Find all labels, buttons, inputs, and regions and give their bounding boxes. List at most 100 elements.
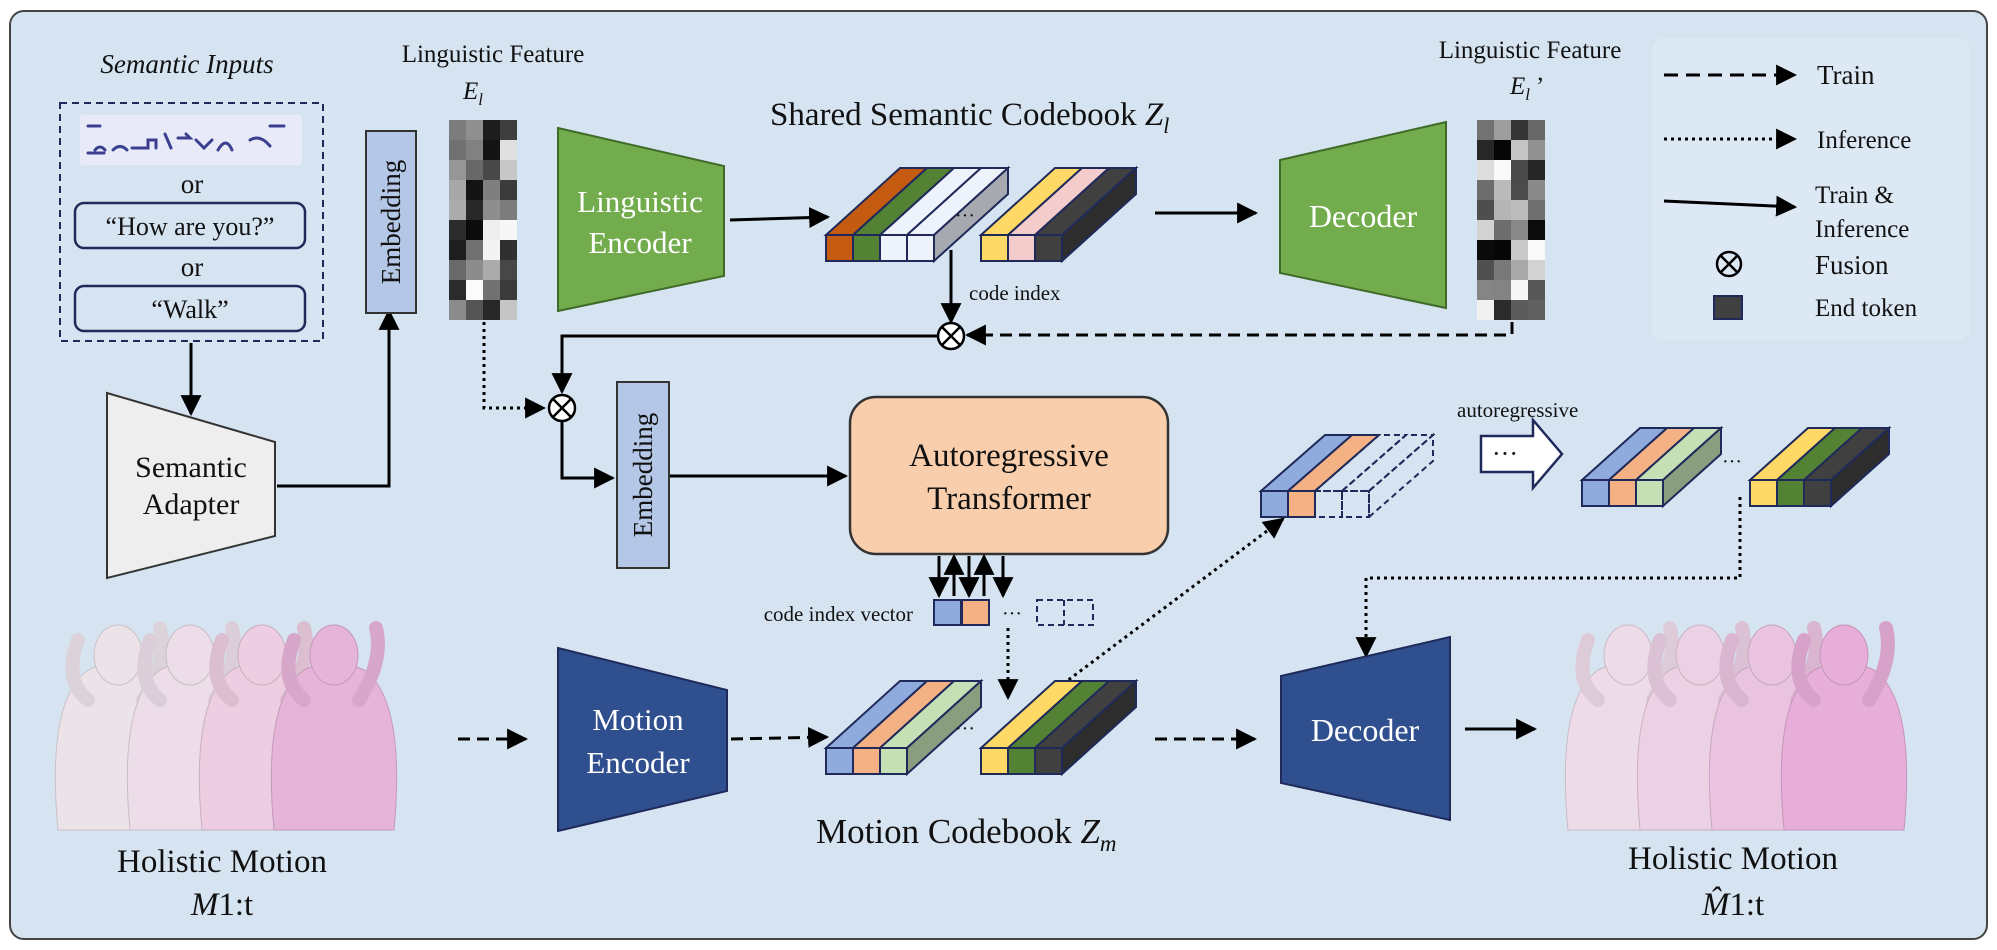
legend-end-token-label: End token — [1815, 295, 1918, 322]
autoregressive-transformer — [848, 395, 1170, 556]
token-segment — [1260, 490, 1289, 518]
decoder-bottom — [1280, 635, 1451, 822]
token-segment — [1034, 747, 1063, 775]
sentence-input: “How are you?” — [106, 212, 275, 241]
token-segment — [980, 234, 1009, 262]
feature-left-label: Linguistic Feature — [402, 41, 585, 68]
arrow-codebook-to-autoregressive — [1034, 517, 1285, 707]
linguistic-encoder-label-1: Linguistic — [577, 184, 703, 219]
feature-cell — [466, 200, 483, 220]
token-segment — [879, 747, 908, 775]
semantic-adapter — [106, 391, 276, 580]
feature-right-grid — [1477, 120, 1545, 320]
feature-cell — [1494, 160, 1511, 180]
feature-cell — [1494, 200, 1511, 220]
code-vector-peach — [961, 599, 990, 626]
embedding-top-label: Embedding — [376, 160, 406, 284]
feature-cell — [1494, 120, 1511, 140]
feature-cell — [1477, 280, 1494, 300]
feature-cell — [1528, 200, 1545, 220]
code-vector-ellipsis: ··· — [1002, 603, 1022, 625]
arrow-fusion-to-embedding-mid — [560, 421, 616, 489]
motion-encoder-label-1: Motion — [592, 702, 684, 737]
feature-left-grid — [449, 120, 517, 320]
or-label-2: or — [181, 252, 204, 282]
autoregressive-tokens-full: ··· — [1579, 425, 1892, 509]
feature-cell — [1477, 160, 1494, 180]
holistic-motion-output-figures — [1564, 621, 1908, 831]
feature-cell — [483, 220, 500, 240]
feature-cell — [1494, 300, 1511, 320]
legend-train-label: Train — [1817, 60, 1875, 90]
feature-cell — [1528, 280, 1545, 300]
arrow-encoder-to-codebook — [729, 207, 831, 229]
feature-cell — [483, 200, 500, 220]
or-label-1: or — [181, 169, 204, 199]
feature-cell — [466, 240, 483, 260]
legend-fusion-label: Fusion — [1815, 250, 1889, 280]
feature-cell — [466, 300, 483, 320]
embedding-mid — [616, 381, 670, 569]
code-index-label: code index — [969, 281, 1061, 305]
feature-cell — [483, 180, 500, 200]
decoder-top — [1279, 120, 1447, 310]
legend-fusion-icon — [1715, 250, 1743, 278]
token-side — [1662, 425, 1722, 509]
feature-cell — [500, 240, 517, 260]
legend-train-inference-label-2: Inference — [1815, 216, 1909, 243]
feature-cell — [1494, 220, 1511, 240]
arrow-autoregressive-to-decoder — [1355, 497, 1742, 659]
feature-cell — [500, 140, 517, 160]
feature-cell — [500, 160, 517, 180]
feature-cell — [1528, 120, 1545, 140]
feature-cell — [1511, 220, 1528, 240]
feature-cell — [1511, 240, 1528, 260]
feature-cell — [449, 140, 466, 160]
legend-train-inference-label-1: Train & — [1815, 182, 1894, 209]
semantic-adapter-label-1: Semantic — [135, 451, 247, 484]
feature-cell — [483, 140, 500, 160]
feature-cell — [483, 300, 500, 320]
token-side — [1368, 432, 1434, 520]
feature-cell — [483, 240, 500, 260]
feature-cell — [1511, 160, 1528, 180]
token-segment — [1608, 479, 1637, 507]
motion-codebook-label: Motion Codebook Zm — [816, 812, 1117, 856]
linguistic-encoder — [557, 126, 725, 313]
feature-cell — [466, 120, 483, 140]
transformer-io-arrows — [928, 553, 1014, 599]
shared-codebook-tokens: ··· — [823, 165, 1139, 264]
feature-cell — [466, 220, 483, 240]
semantic-inputs-box — [59, 102, 324, 342]
arrow-feature-right-to-fusion — [964, 322, 1514, 346]
token-segment — [852, 747, 881, 775]
feature-cell — [449, 300, 466, 320]
autoregressive-tokens-partial — [1258, 432, 1436, 520]
word-input: “Walk” — [151, 295, 228, 324]
linguistic-encoder-label-2: Encoder — [588, 225, 692, 260]
feature-cell — [1511, 140, 1528, 160]
feature-cell — [500, 300, 517, 320]
token-segment — [906, 234, 935, 262]
feature-cell — [1477, 260, 1494, 280]
feature-cell — [1511, 180, 1528, 200]
feature-cell — [449, 180, 466, 200]
feature-cell — [449, 240, 466, 260]
arrow-adapter-to-embedding — [277, 308, 400, 488]
feature-cell — [449, 220, 466, 240]
holistic-right-symbol: M̂1:t — [1701, 886, 1764, 923]
feature-cell — [1494, 180, 1511, 200]
feature-cell — [500, 280, 517, 300]
token-segment — [1287, 490, 1316, 518]
feature-cell — [1494, 260, 1511, 280]
svg-text:···: ··· — [1492, 439, 1518, 468]
codebook-top-ellipsis: ··· — [955, 205, 975, 227]
feature-cell — [500, 180, 517, 200]
token-side — [1830, 425, 1890, 509]
feature-cell — [1528, 220, 1545, 240]
arrow-fusion-top-to-fusion-mid — [551, 334, 938, 395]
holistic-left-label: Holistic Motion — [117, 844, 327, 880]
feature-cell — [466, 260, 483, 280]
token-segment — [1007, 234, 1036, 262]
token-side — [906, 678, 982, 777]
